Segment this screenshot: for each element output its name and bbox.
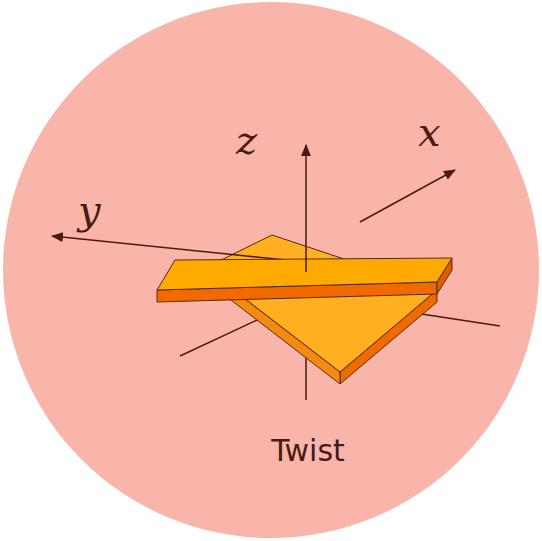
axis-label: z xyxy=(236,120,257,160)
axis-label: y xyxy=(78,190,101,230)
lower-plate xyxy=(205,235,437,384)
z-axis xyxy=(305,145,307,272)
caption-label: Twist xyxy=(271,436,345,466)
upper-plate xyxy=(157,258,452,302)
x-axis xyxy=(360,170,455,222)
background-disc xyxy=(3,2,539,538)
axis-label: x xyxy=(418,112,441,152)
y-axis xyxy=(52,236,305,262)
